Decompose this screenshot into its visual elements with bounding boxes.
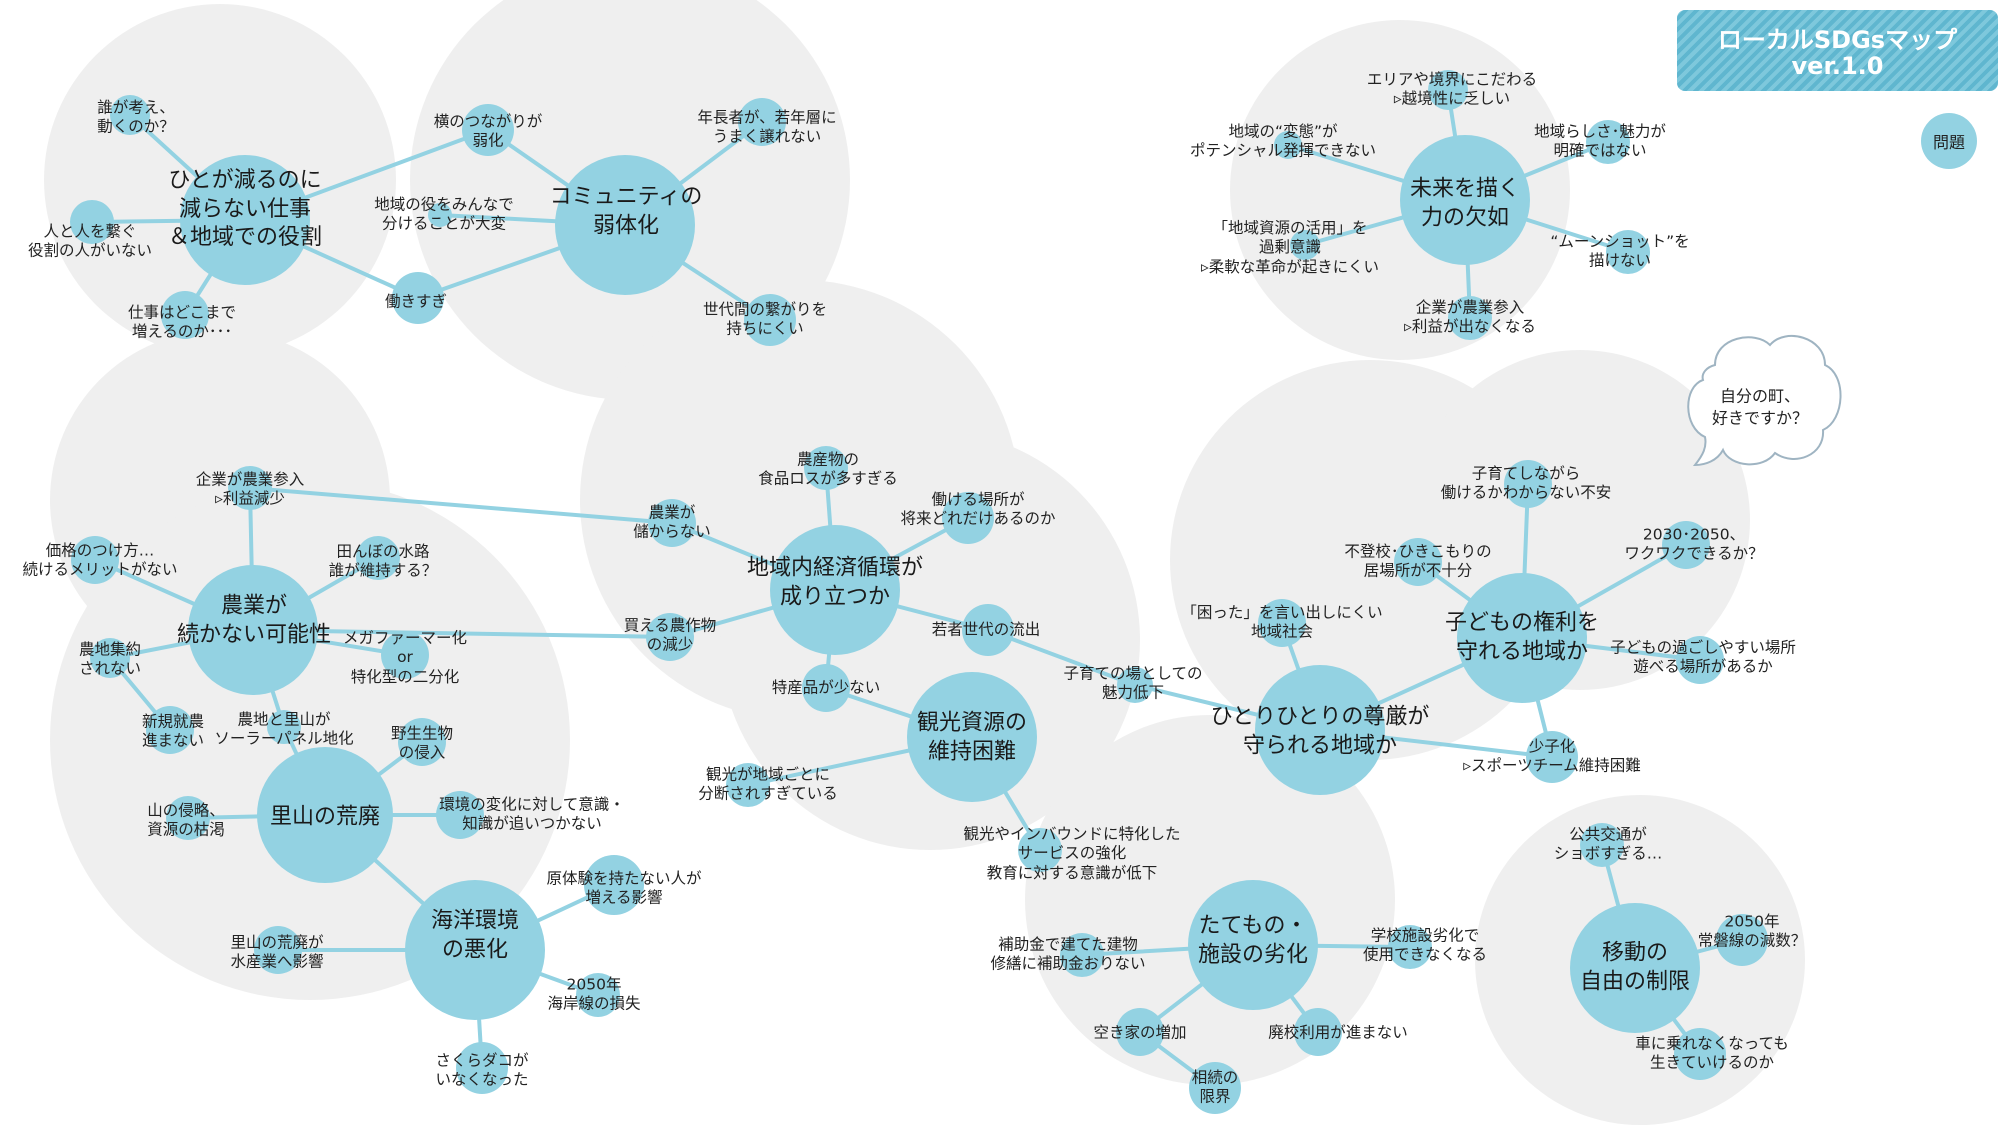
node-songen [1255,665,1385,795]
edge-wakamono-kosodate_ba [986,628,1137,687]
node-shigoto [161,291,209,339]
node-komatta [1258,599,1306,647]
edge-kigyo1-moukara [248,486,674,525]
issue-nodes [70,70,1768,1114]
map-version: ver.1.0 [1791,52,1884,80]
cluster-background-5 [50,480,570,1000]
node-shuyaku [90,638,130,678]
cluster-backgrounds [44,0,1805,1125]
node-comm [555,155,695,295]
node-kigyo1 [228,466,272,510]
node-solar [267,710,301,744]
speech-bubble-cloud [1687,335,1842,467]
node-rashisa [1586,120,1630,164]
node-bundan [726,763,770,807]
node-kosodate_nagara [1504,460,1552,508]
node-kakaku [71,536,119,584]
node-moukara [648,499,696,547]
node-haiko [1294,1008,1342,1056]
node-kokyo [1580,823,1624,867]
node-yoko [462,104,514,156]
speech-bubble-text: 自分の町、 好きですか？ [1711,386,1809,428]
node-kanko [907,672,1037,802]
node-gakko [1388,925,1432,969]
node-futoko [1394,538,1442,586]
node-hitoto [70,200,114,244]
node-kaigan [576,973,620,1017]
node-yaku [428,203,452,227]
node-ido [1570,903,1700,1033]
node-henta [1274,131,1302,159]
node-yasei [398,718,446,766]
node-shinki [146,706,194,754]
node-area [1428,70,1468,110]
node-tatemono [1188,880,1318,1010]
node-dareka [110,95,150,135]
map-title-badge: ローカルSDGsマップ ver.1.0 [1677,10,1998,91]
node-shoshi [1526,731,1578,783]
edge-nogyo-kaeru [251,628,672,639]
node-kaeru [646,613,694,661]
legend-problem-dot [1921,113,1977,169]
node-kankyo [436,791,484,839]
node-inbound [1018,828,1062,872]
node-shigen [1290,230,1320,260]
node-shokuhin [804,446,848,490]
cluster-background-3 [1230,20,1570,360]
node-moon [1606,230,1650,274]
node-tokusan [802,664,850,712]
node-yama [166,796,210,840]
node-hito [180,155,310,285]
node-kodomo [1457,573,1587,703]
node-nogyo [188,565,318,695]
node-sugoshi [1676,636,1724,684]
node-mirai [1400,135,1530,265]
node-sozoku [1189,1062,1241,1114]
node-sakura [456,1042,508,1094]
node-sedai [744,294,796,346]
node-hojo [1060,933,1104,977]
node-joban [1716,914,1768,966]
node-keizai [770,525,900,655]
node-mega [381,631,429,679]
node-satoyama [257,747,393,883]
node-hataraki [392,272,444,324]
node-hatarakeru [942,492,994,544]
node-tanbo [356,536,400,580]
node-kuruma [1674,1028,1726,1080]
node-y2030 [1662,521,1710,569]
node-gentaiken [584,855,644,915]
node-nencho [738,98,786,146]
legend-problem-label: 問題 [1932,133,1966,152]
node-suisan [254,926,302,974]
node-wakamono [962,604,1014,656]
node-kigyo2 [1448,296,1492,340]
node-kosodate_ba [1117,667,1153,703]
map-title: ローカルSDGsマップ [1717,26,1958,54]
node-akiya [1116,1008,1164,1056]
node-kaiyo [405,880,545,1020]
